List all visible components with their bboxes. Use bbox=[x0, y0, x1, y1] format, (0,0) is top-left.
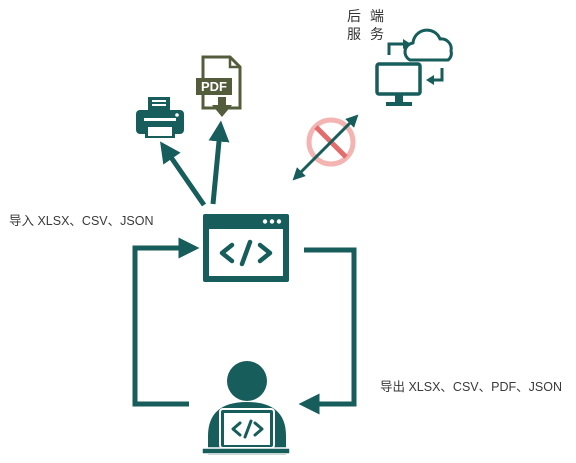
arrow-to-pdf bbox=[208, 120, 230, 205]
export-flow-arrow bbox=[298, 247, 357, 415]
code-window-icon bbox=[203, 214, 289, 282]
backend-label-line2: 服务 bbox=[347, 26, 393, 42]
import-label: 导入 XLSX、CSV、JSON bbox=[9, 214, 154, 228]
arrow-to-printer bbox=[160, 141, 207, 207]
export-label: 导出 XLSX、CSV、PDF、JSON bbox=[380, 380, 562, 394]
pdf-file-download-icon: PDF bbox=[196, 55, 242, 117]
pdf-icon-label: PDF bbox=[201, 79, 227, 94]
cloud-sync-monitor-icon bbox=[375, 28, 453, 106]
blocked-connection-icon bbox=[292, 114, 359, 181]
backend-label-line1: 后端 bbox=[347, 8, 393, 24]
developer-laptop-icon bbox=[201, 361, 291, 455]
import-flow-arrow bbox=[132, 237, 200, 407]
printer-icon bbox=[136, 97, 184, 138]
